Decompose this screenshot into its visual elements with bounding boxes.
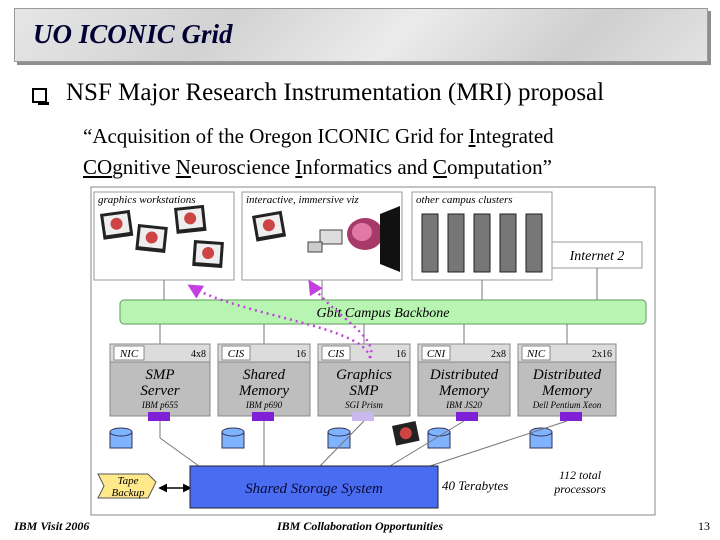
tape-label-1: Tape [118,475,139,487]
graphics-smp-name-1: Graphics [336,367,392,383]
distributed-memory-ibm-count: 2x8 [491,349,506,360]
brain-visualization-icon [347,218,383,250]
terabytes-label: 40 Terabytes [442,478,508,493]
distributed-memory-ibm-tag: CNI [427,348,447,360]
cis-tag [221,345,251,361]
node-connectors [159,324,568,344]
smp-server-model: IBM p655 [141,400,179,410]
graphics-smp-name-2: SMP [349,383,378,399]
display-screen-icon [380,206,400,272]
distributed-memory-dell-name-2: Memory [541,383,592,399]
workstation-monitor-icon [100,209,134,240]
nic-tag [521,345,551,361]
projector-icon [307,229,343,253]
cni-tag [421,345,451,361]
distributed-memory-ibm-model: IBM JS20 [445,400,482,410]
graphics-smp-tag: CIS [328,348,345,360]
footer-left: IBM Visit 2006 [14,519,90,533]
cluster-racks-icon [421,213,543,273]
smp-server-name-2: Server [140,383,179,399]
shared-memory-tag: CIS [228,348,245,360]
shared-storage-system [189,465,439,509]
proposal-title-line-2: COgnitive Neuroscience Informatics and C… [83,155,552,179]
tape-label-2: Backup [112,487,145,499]
smp-server-node [109,361,211,417]
bullet-marker-icon [32,88,49,105]
shared-memory-count: 16 [296,349,306,360]
shared-memory-model: IBM p690 [245,400,283,410]
graphics-smp-count: 16 [396,349,406,360]
processors-label-1: 112 total [559,468,602,482]
workstation-monitor-icon [192,240,224,269]
proposal-title-line-1: “Acquisition of the Oregon ICONIC Grid f… [83,124,554,148]
distributed-memory-dell-name-1: Distributed [532,367,602,383]
internet2-box [551,241,643,269]
distributed-memory-ibm-name-2: Memory [438,383,489,399]
workstation-monitor-icon [174,204,207,234]
shared-memory-node [217,361,311,417]
processors-label-2: processors [553,482,606,496]
smp-server-tag: NIC [119,348,139,360]
workstation-monitor-icon [135,224,168,253]
page-number: 13 [698,519,710,533]
distributed-memory-ibm-node [417,361,511,417]
gbit-campus-backbone [119,299,647,325]
distributed-memory-dell-count: 2x16 [592,349,612,360]
immersive-viz-label: interactive, immersive viz [246,194,359,206]
slide-title: UO ICONIC Grid [33,19,233,49]
viz-monitor-icon [251,210,287,242]
graphics-workstations-label: graphics workstations [98,194,195,206]
tape-backup-box [97,473,157,499]
graphics-output-monitor-icon [392,421,420,446]
shared-memory-name-2: Memory [238,383,289,399]
nic-tag [113,345,145,361]
title-bar: UO ICONIC Grid [14,8,708,62]
distributed-memory-dell-tag: NIC [526,348,546,360]
internet2-label: Internet 2 [569,249,625,264]
network-ports [148,412,582,421]
bullet-text: NSF Major Research Instrumentation (MRI)… [66,79,605,106]
proposal-title: “Acquisition of the Oregon ICONIC Grid f… [83,121,554,183]
cis-tag [321,345,351,361]
disk-icons [109,427,553,449]
graphics-data-flow-arrows [187,279,373,359]
footer-center: IBM Collaboration Opportunities [276,519,444,533]
backbone-label: Gbit Campus Backbone [317,306,450,321]
shared-memory-name-1: Shared [243,367,285,383]
smp-server-count: 4x8 [191,349,206,360]
distributed-memory-ibm-name-1: Distributed [429,367,499,383]
grid-architecture-diagram: graphics workstations interactive, immer… [90,186,656,516]
storage-label: Shared Storage System [245,481,383,497]
graphics-smp-model: SGI Prism [345,400,383,410]
distributed-memory-dell-model: Dell Pentium Xeon [532,400,602,410]
smp-server-name-1: SMP [145,367,174,383]
campus-clusters-label: other campus clusters [416,194,513,206]
